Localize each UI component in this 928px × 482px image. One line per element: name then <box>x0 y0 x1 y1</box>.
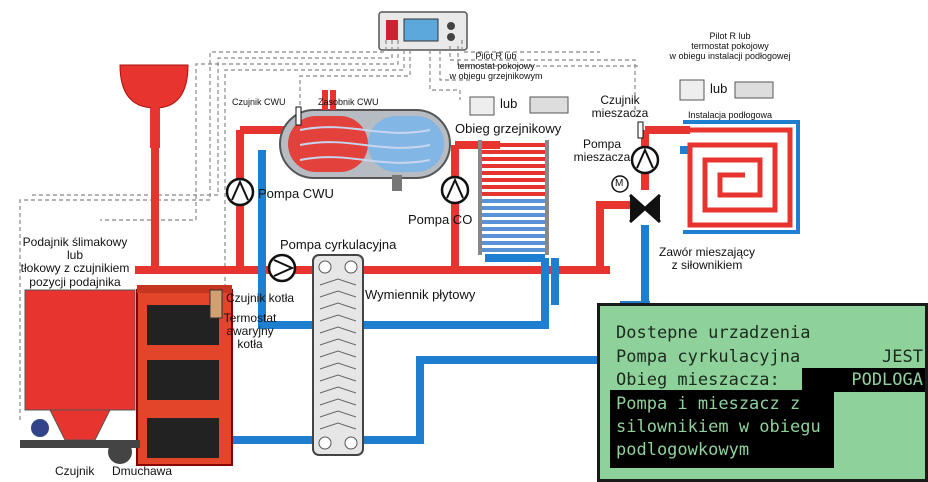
dmuchawa-label: Dmuchawa <box>112 464 173 478</box>
pump-mixer-icon <box>630 145 660 175</box>
text-line: termostat pokojowy <box>457 60 535 71</box>
lcd-description-bg <box>610 390 834 468</box>
text-line: kotła <box>237 337 263 352</box>
sensor-cwu-icon <box>295 106 302 126</box>
mixing-valve-icon <box>611 175 662 224</box>
plate-heat-exchanger <box>312 254 364 456</box>
lcd-row-circulation[interactable]: Pompa cyrkulacyjna JEST <box>616 346 925 368</box>
pompa-cyrkulacyjna-label: Pompa cyrkulacyjna <box>280 237 397 252</box>
czujnik-cwu-label: Czujnik CWU <box>232 97 286 107</box>
pompa-mieszacza-label: Pompa mieszacza <box>567 137 637 165</box>
wymiennik-label: Wymiennik płytowy <box>365 287 476 302</box>
lub-right-label: lub <box>710 81 728 96</box>
text-line: w obiegu grzejnikowym <box>449 70 543 81</box>
lcd-desc-text: podlogowkowym <box>616 440 750 460</box>
lcd-desc-text: silownikiem w obiegu <box>616 417 821 437</box>
pilot-co-label: Pilot R lub termostat pokojowy w obiegu … <box>416 51 576 82</box>
lcd-desc-line: silownikiem w obiegu <box>616 416 925 438</box>
lcd-row-mixer[interactable]: Obieg mieszacza: PODLOGA <box>616 369 925 391</box>
thermostat-co-icons <box>469 96 569 116</box>
text-line: Czujnik <box>600 93 640 107</box>
zawor-label: Zawór mieszający z siłownikiem <box>648 245 766 273</box>
pump-co-icon <box>440 175 470 205</box>
pump-cwu-icon <box>225 177 255 207</box>
text-line: w obiegu instalacji podłogowej <box>669 50 791 61</box>
pompa-cwu-label: Pompa CWU <box>258 186 334 201</box>
lcd-desc-line: podlogowkowym <box>616 439 925 461</box>
pump-circulation-icon <box>267 253 297 283</box>
pompa-co-label: Pompa CO <box>408 212 473 227</box>
text-line: Pilot R lub <box>475 51 517 61</box>
thermostat-floor-icons <box>679 79 774 101</box>
lcd-title: Dostepne urzadzenia <box>616 323 811 343</box>
lcd-screen: Dostepne urzadzenia Pompa cyrkulacyjna J… <box>597 303 928 482</box>
podajnik-label: Podajnik ślimakowy lub tłokowy z czujnik… <box>0 235 150 289</box>
czujnik-kotla-label: Czujnik kotła <box>226 291 295 305</box>
lub-left-label: lub <box>500 96 518 111</box>
lcd-row-title: Dostepne urzadzenia <box>616 322 925 344</box>
lcd-circulation-label: Pompa cyrkulacyjna <box>616 347 801 367</box>
pilot-floor-label: Pilot R lub termostat pokojowy w obiegu … <box>650 31 810 62</box>
text-line: tłokowy z czujnikiem <box>20 261 130 276</box>
text-line: lub <box>66 248 83 263</box>
instalacja-podlogowa-label: Instalacja podłogowa <box>688 110 773 120</box>
lcd-selected-value-bg <box>802 368 925 392</box>
obieg-grzejnikowy-label: Obieg grzejnikowy <box>455 121 562 136</box>
hot-pipes <box>135 105 690 274</box>
lcd-mixer-label: Obieg mieszacza: <box>616 370 780 390</box>
fuel-hopper <box>20 289 140 464</box>
lcd-circulation-value: JEST <box>882 347 923 367</box>
termostat-label: Termostat awaryjny kotła <box>220 311 280 352</box>
text-line: Termostat <box>223 311 277 325</box>
boiler <box>136 285 233 466</box>
lcd-desc-line: Pompa i mieszacz z <box>616 393 925 415</box>
motor-letter: M <box>615 178 624 189</box>
controller-panel <box>378 11 468 51</box>
text-line: mieszacza <box>591 106 649 121</box>
floor-heating-coil <box>683 120 800 234</box>
lcd-desc-text: Pompa i mieszacz z <box>616 394 801 414</box>
text-line: Pilot R lub <box>709 31 751 41</box>
czujnik-mieszacza-label: Czujnik mieszacza <box>585 93 655 121</box>
czujnik-label: Czujnik <box>55 464 95 478</box>
text-line: pozycji podajnika <box>29 274 121 289</box>
text-line: termostat pokojowy <box>691 40 769 51</box>
dhw-tank <box>279 90 451 191</box>
text-line: awaryjny <box>226 324 274 339</box>
text-line: Pompa <box>582 137 622 151</box>
sensor-mixer-icon <box>637 121 644 139</box>
text-line: mieszacza <box>573 150 631 165</box>
radiator <box>478 140 549 255</box>
text-line: z siłownikiem <box>671 258 743 273</box>
text-line: Zawór mieszający <box>658 245 756 259</box>
zasobnik-label: Zasobnik CWU <box>318 97 379 107</box>
lcd-mixer-value: PODLOGA <box>851 370 923 390</box>
control-wires <box>19 40 640 420</box>
text-line: Podajnik ślimakowy <box>22 235 128 249</box>
